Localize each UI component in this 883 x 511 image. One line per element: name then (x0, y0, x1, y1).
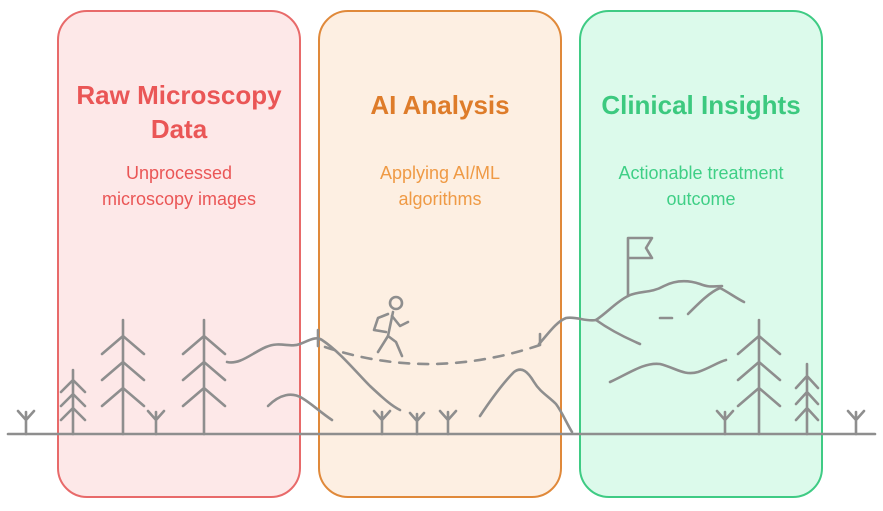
panel-title-text: Clinical Insights (601, 90, 801, 120)
panel-title: Raw Microscopy Data (59, 78, 299, 146)
pine-tree-icon (736, 318, 782, 436)
panel-title-text: AI Analysis (370, 90, 510, 120)
subtitle-line: Actionable treatment (618, 163, 784, 183)
grass-sprout-icon (715, 409, 735, 436)
mountain-icon (608, 316, 728, 384)
mountain-icon (478, 279, 746, 434)
grass-sprout-icon (372, 409, 392, 436)
grass-sprout-icon (408, 411, 426, 436)
panel-raw-microscopy-data: Raw Microscopy Data Unprocessed microsco… (57, 10, 301, 498)
flag-icon (626, 236, 654, 298)
subtitle-line: outcome (666, 189, 736, 209)
subtitle-line: algorithms (398, 189, 482, 209)
pine-tree-icon (100, 318, 146, 436)
panel-title-text: Raw Microscopy Data (76, 80, 282, 144)
panel-subtitle: Actionable treatment outcome (581, 160, 821, 212)
panel-ai-analysis: AI Analysis Applying AI/ML algorithms (318, 10, 562, 498)
grass-sprout-icon (146, 409, 166, 436)
panel-subtitle: Applying AI/ML algorithms (320, 160, 560, 212)
bridge-line (323, 343, 542, 366)
subtitle-line: Applying AI/ML (379, 163, 501, 183)
pine-tree-icon (181, 318, 227, 436)
panel-title: AI Analysis (320, 88, 560, 122)
panel-title: Clinical Insights (581, 88, 821, 122)
panel-subtitle: Unprocessed microscopy images (59, 160, 299, 212)
subtitle-line: Unprocessed (125, 163, 233, 183)
subtitle-line: microscopy images (101, 189, 257, 209)
grass-sprout-icon (846, 409, 866, 436)
hiker-icon (372, 295, 410, 358)
panel-clinical-insights: Clinical Insights Actionable treatment o… (579, 10, 823, 498)
mountain-icon (225, 328, 402, 422)
grass-sprout-icon (438, 409, 458, 436)
grass-sprout-icon (16, 409, 36, 436)
pine-tree-icon (794, 362, 820, 436)
pine-tree-icon (59, 368, 87, 436)
